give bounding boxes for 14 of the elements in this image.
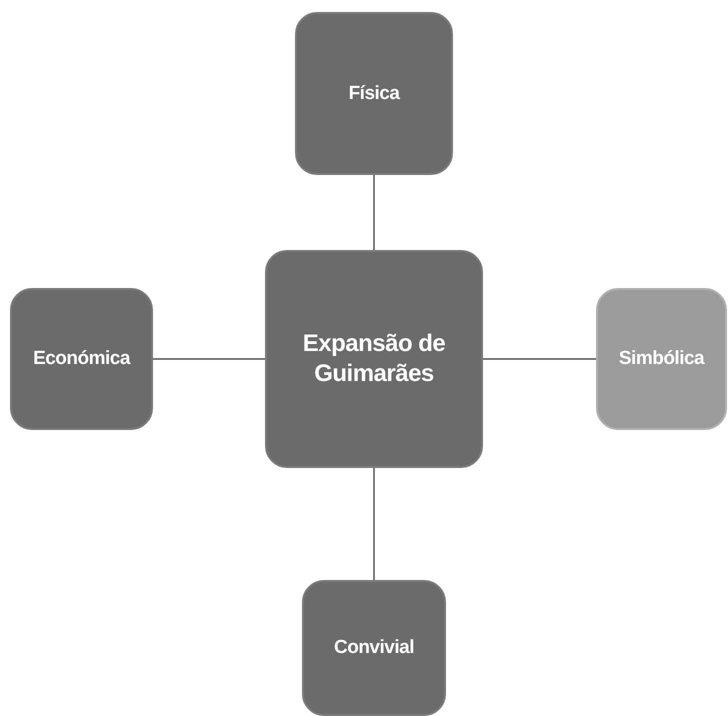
connector-line — [153, 358, 265, 360]
rounded-box — [10, 288, 153, 430]
box-label: Expansão de Guimarães — [302, 329, 446, 389]
box-label: Simbólica — [618, 347, 704, 371]
rounded-box — [596, 288, 727, 430]
connector-line — [373, 175, 375, 250]
box-label: Física — [348, 82, 400, 106]
rounded-box — [302, 580, 446, 716]
box-label: Económica — [33, 347, 130, 371]
box-label: Convivial — [334, 636, 414, 660]
connector-line — [483, 358, 596, 360]
rounded-box — [295, 12, 453, 175]
connector-line — [373, 468, 375, 580]
rounded-box — [265, 250, 483, 468]
